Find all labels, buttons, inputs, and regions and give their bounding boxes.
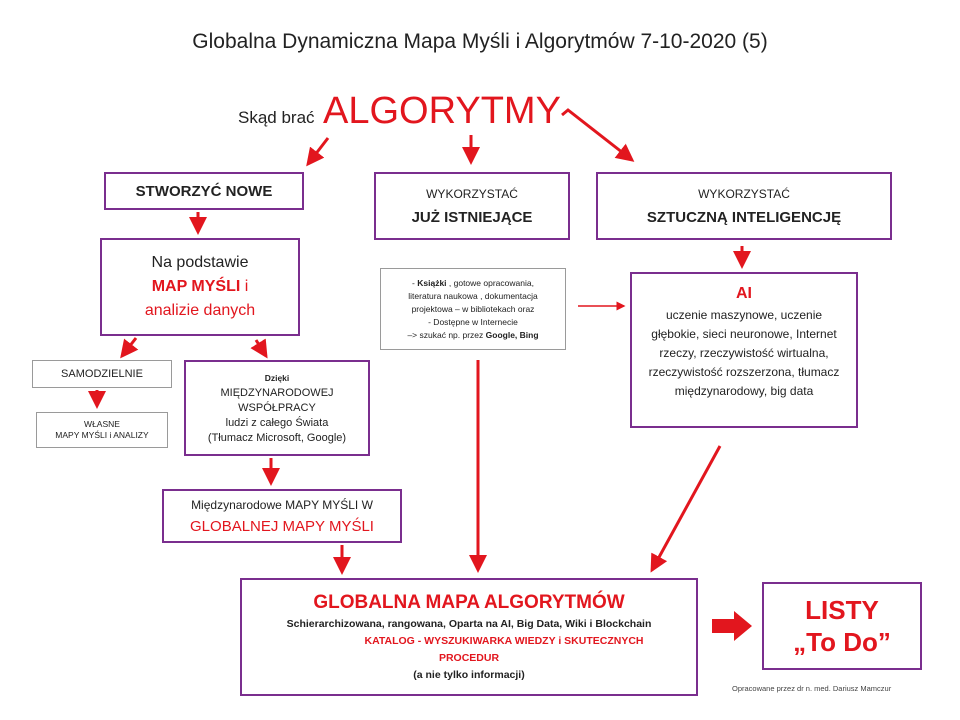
ai-label-box: WYKORZYSTAĆ SZTUCZNĄ INTELIGENCJĘ <box>596 172 892 240</box>
books-line2: literatura naukowa , dokumentacja <box>408 290 538 301</box>
alone-label: SAMODZIELNIE <box>61 368 143 380</box>
books-search-engines: Google, Bing <box>485 329 539 340</box>
global-title: GLOBALNA MAPA ALGORYTMÓW <box>313 592 625 613</box>
own-line1: WŁASNE <box>84 419 120 429</box>
existing-box: WYKORZYSTAĆ JUŻ ISTNIEJĄCE <box>374 172 570 240</box>
header: Skąd brać ALGORYTMY <box>238 90 561 133</box>
thanks-line4: ludzi z całego Świata <box>225 416 329 429</box>
books-line1-rest: , gotowe opracowania, <box>446 277 534 288</box>
books-box: - Książki , gotowe opracowania, literatu… <box>380 268 566 350</box>
arrow-to-create <box>306 137 330 167</box>
thanks-line2: MIĘDZYNARODOWEJ <box>220 386 334 399</box>
books-line5: –> szukać np. przez Google, Bing <box>407 329 538 342</box>
todo-line2: „To Do” <box>793 627 891 657</box>
ai-use: WYKORZYSTAĆ <box>698 187 790 201</box>
global-map-box: GLOBALNA MAPA ALGORYTMÓW Schierarchizowa… <box>240 578 698 696</box>
books-line4: - Dostępne w Internecie <box>428 316 518 327</box>
ai-text: uczenie maszynowe, uczenie głębokie, sie… <box>648 308 840 398</box>
intl-line1: Międzynarodowe MAPY MYŚLI W <box>191 498 373 512</box>
alone-box: SAMODZIELNIE <box>32 360 172 388</box>
existing-use: WYKORZYSTAĆ <box>426 187 518 201</box>
todo-box: LISTY „To Do” <box>762 582 922 670</box>
ai-label: SZTUCZNĄ INTELIGENCJĘ <box>646 209 842 226</box>
basis-line1: Na podstawie <box>151 254 249 271</box>
books-keyword: Książki <box>417 277 447 288</box>
basis-line3: analizie danych <box>144 302 256 319</box>
arrow-basis-thanks <box>250 338 268 359</box>
books-dash: - <box>412 277 418 288</box>
intl-line2: GLOBALNEJ MAPY MYŚLI <box>190 518 374 535</box>
header-main: ALGORYTMY <box>323 90 561 132</box>
page-title: Globalna Dynamiczna Mapa Myśli i Algoryt… <box>192 30 768 53</box>
basis-line2: MAP MYŚLI i <box>152 275 249 299</box>
own-maps-box: WŁASNE MAPY MYŚLI i ANALIZY <box>36 412 168 448</box>
header-prefix: Skąd brać <box>238 108 315 127</box>
global-line4: PROCEDUR <box>438 652 500 664</box>
thanks-line5: (Tłumacz Microsoft, Google) <box>207 431 347 444</box>
ai-title: AI <box>736 285 752 302</box>
arrow-global-todo <box>712 611 752 641</box>
books-line5-prefix: –> szukać np. przez <box>407 329 486 340</box>
intl-mind-maps-box: Międzynarodowe MAPY MYŚLI W GLOBALNEJ MA… <box>162 489 402 543</box>
thanks-line3: WSPÓŁPRACY <box>238 401 316 414</box>
thanks-line1: Dzięki <box>264 372 290 383</box>
basis-line2-rest: i <box>240 278 249 295</box>
create-new-label: STWORZYĆ NOWE <box>135 182 273 200</box>
footer-credit: Opracowane przez dr n. med. Dariusz Mamc… <box>732 684 892 693</box>
create-new-box: STWORZYĆ NOWE <box>104 172 304 210</box>
cooperation-box: Dzięki MIĘDZYNARODOWEJ WSPÓŁPRACY ludzi … <box>184 360 370 456</box>
global-line5: (a nie tylko informacji) <box>413 669 525 681</box>
basis-line2-red: MAP MYŚLI <box>151 278 241 295</box>
own-line2: MAPY MYŚLI i ANALIZY <box>55 430 149 440</box>
books-line1: - Książki , gotowe opracowania, <box>412 277 534 290</box>
books-line3: projektowa – w bibliotekach oraz <box>411 303 535 314</box>
existing-label: JUŻ ISTNIEJĄCE <box>411 209 533 226</box>
arrow-ai-global <box>650 445 722 573</box>
global-line3: KATALOG - WYSZUKIWARKA WIEDZY i SKUTECZN… <box>364 635 644 647</box>
global-line2: Schierarchizowana, rangowana, Oparta na … <box>286 618 652 630</box>
arrow-basis-alone <box>120 337 139 359</box>
todo-line1: LISTY <box>805 595 879 625</box>
ai-details-box: AI uczenie maszynowe, uczenie głębokie, … <box>630 272 858 428</box>
arrow-to-ai <box>561 108 635 162</box>
mind-map-basis-box: Na podstawie MAP MYŚLI i analizie danych <box>100 238 300 336</box>
